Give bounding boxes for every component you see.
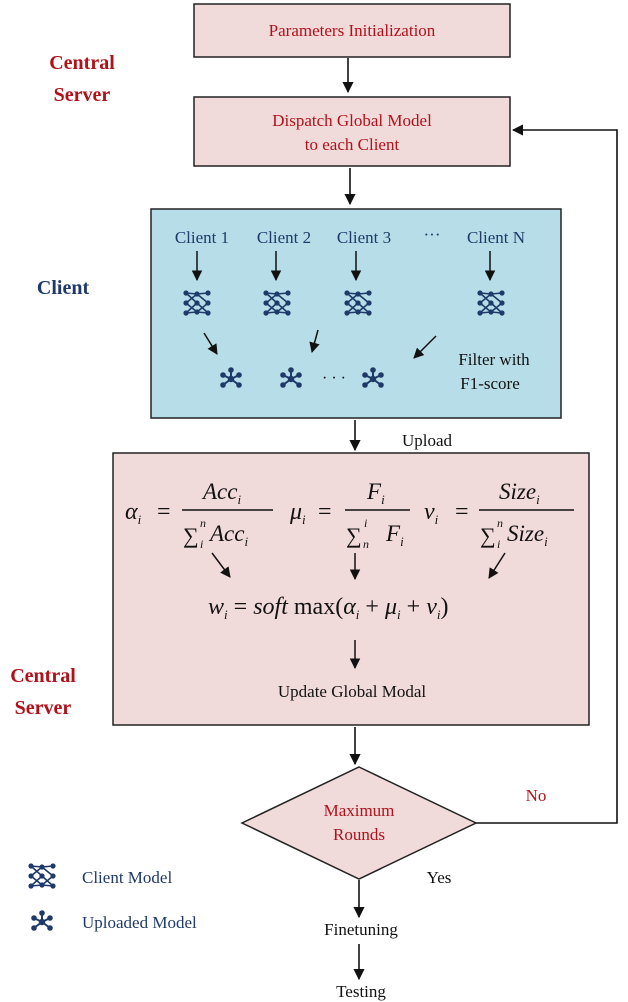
svg-text:i: i: [497, 537, 500, 551]
svg-text:Fi: Fi: [385, 521, 404, 549]
update-global-text: Update Global Modal: [278, 682, 427, 701]
upload-label: Upload: [402, 431, 453, 450]
client-2-label: Client 2: [257, 228, 311, 247]
client-section-label: Client: [37, 277, 90, 299]
svg-text:∑: ∑: [183, 523, 199, 548]
filter-text-line1: Filter with: [458, 350, 530, 369]
client-model-icon: [476, 289, 506, 317]
svg-text:i: i: [200, 537, 203, 551]
legend-client-model-icon: [27, 862, 57, 890]
svg-text:Acci: Acci: [208, 521, 248, 549]
dispatch-box: Dispatch Global Model to each Client: [193, 96, 511, 167]
uploaded-ellipsis: · · ·: [322, 370, 346, 387]
svg-text:∑: ∑: [480, 523, 496, 548]
client-panel: Client 1 Client 2 Client 3 ··· Client N …: [150, 208, 562, 419]
svg-text:n: n: [363, 537, 369, 551]
client-model-icon: [182, 289, 212, 317]
legend-uploaded-model-label: Uploaded Model: [82, 913, 197, 932]
params-init-text: Parameters Initialization: [269, 21, 436, 40]
alpha-weight-formula: αi = Acci ∑ n i Acci: [125, 479, 273, 551]
aggregation-box: αi = Acci ∑ n i Acci μi = Fi ∑ i n Fi νi…: [112, 452, 590, 726]
svg-text:∑: ∑: [346, 523, 362, 548]
dispatch-text-line2: to each Client: [305, 135, 400, 154]
svg-text:=: =: [157, 499, 171, 525]
finetuning-step: Finetuning: [324, 920, 398, 939]
filter-text-line2: F1-score: [460, 374, 519, 393]
svg-text:νi: νi: [424, 499, 439, 527]
legend-client-model-label: Client Model: [82, 868, 172, 887]
svg-text:Sizei: Sizei: [499, 479, 540, 507]
central-server-label-bottom-line1: Central: [10, 665, 76, 687]
arrow-filter-3: [413, 335, 437, 359]
arrow-filter-1: [203, 332, 218, 355]
weight-formula: wi = soft max(αi + μi + νi): [208, 594, 448, 622]
mu-weight-formula: μi = Fi ∑ i n Fi: [289, 479, 410, 551]
arrow-nu-to-weight: [488, 552, 506, 579]
yes-label: Yes: [427, 868, 452, 887]
arrow-filter-2: [309, 329, 320, 354]
client-ellipsis: ···: [424, 225, 441, 244]
svg-text:=: =: [318, 499, 332, 525]
max-rounds-decision: Maximum Rounds: [240, 766, 478, 880]
central-server-label-top-line2: Server: [54, 84, 111, 106]
svg-text:μi: μi: [289, 499, 306, 527]
client-model-icon: [343, 289, 373, 317]
central-server-label-bottom-line2: Server: [15, 697, 72, 719]
svg-text:i: i: [364, 516, 367, 530]
client-n-label: Client N: [467, 228, 525, 247]
arrow-alpha-to-weight: [211, 552, 231, 578]
svg-text:=: =: [455, 499, 469, 525]
central-server-label-top-line1: Central: [49, 52, 115, 74]
svg-text:Fi: Fi: [366, 479, 385, 507]
dispatch-text-line1: Dispatch Global Model: [272, 111, 432, 130]
decision-text-line1: Maximum: [324, 801, 395, 820]
svg-text:αi: αi: [125, 499, 142, 527]
svg-text:n: n: [200, 516, 206, 530]
no-label: No: [526, 786, 547, 805]
client-3-label: Client 3: [337, 228, 391, 247]
legend-uploaded-model-icon: [30, 909, 54, 932]
testing-step: Testing: [336, 982, 386, 1001]
svg-text:Acci: Acci: [201, 479, 241, 507]
svg-text:n: n: [497, 516, 503, 530]
svg-text:Sizei: Sizei: [507, 521, 548, 549]
client-1-label: Client 1: [175, 228, 229, 247]
nu-weight-formula: νi = Sizei ∑ n i Sizei: [424, 479, 574, 551]
params-init-box: Parameters Initialization: [193, 3, 511, 58]
client-model-icon: [262, 289, 292, 317]
decision-text-line2: Rounds: [333, 825, 385, 844]
arrow-no-loop: [476, 124, 618, 824]
legend: Client Model Uploaded Model: [27, 862, 197, 932]
